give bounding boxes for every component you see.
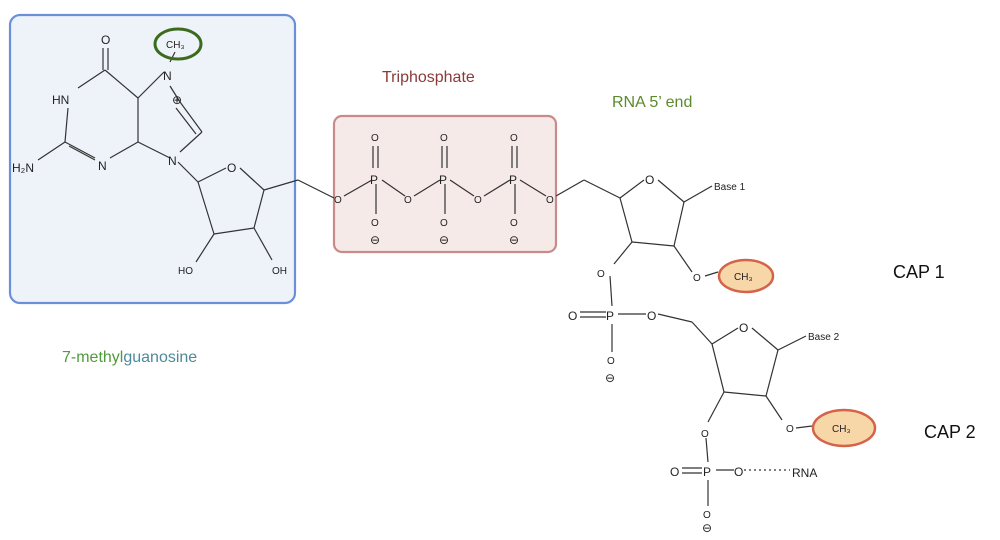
p-beta-double-oxygen: O: [440, 133, 448, 144]
methylguanosine-prefix: 7-methyl: [62, 349, 123, 366]
bridge-oxygen-4: O: [546, 195, 554, 206]
hn-atom: HN: [52, 93, 69, 107]
phosphate-2-bridge-oxygen: O: [734, 465, 743, 479]
p-beta-anion-oxygen: O: [440, 218, 448, 229]
ribose-2-3o-oxygen: O: [701, 429, 709, 440]
ribose-1-oxygen: O: [645, 173, 654, 187]
phosphorus-gamma: P: [509, 173, 517, 187]
phosphate-2-double-oxygen: O: [670, 465, 679, 479]
n9-atom: N: [168, 154, 177, 168]
phosphorus-beta: P: [439, 173, 447, 187]
linking-phosphate-2: [682, 467, 790, 506]
cap2-methyl-ring: [811, 408, 877, 448]
bridge-oxygen-1: O: [334, 195, 342, 206]
cap1-methyl-ring: [717, 258, 775, 294]
base-1-label: Base 1: [714, 182, 746, 193]
phosphate-1-double-oxygen: O: [568, 309, 577, 323]
negative-charge-icon: ⊖: [509, 233, 519, 247]
phosphate-1-anion-oxygen: O: [607, 356, 615, 367]
h2n-atom: H₂N: [12, 161, 34, 175]
phosphate-2-phosphorus: P: [703, 465, 711, 479]
carbonyl-oxygen: O: [101, 33, 110, 47]
n7-methyl: CH₃: [166, 40, 185, 51]
cap2-methyl: CH₃: [832, 424, 851, 435]
phosphate-1-phosphorus: P: [606, 309, 614, 323]
phosphate-2-anion-oxygen: O: [703, 510, 711, 521]
positive-charge-icon: ⊕: [172, 93, 182, 107]
p-alpha-anion-oxygen: O: [371, 218, 379, 229]
negative-charge-icon: ⊖: [702, 521, 712, 535]
linking-phosphate-1: [580, 311, 713, 352]
ribose-2-2o-oxygen: O: [786, 424, 794, 435]
cap1-label: CAP 1: [893, 262, 945, 282]
p-gamma-double-oxygen: O: [510, 133, 518, 144]
guanosine-box: [8, 13, 297, 305]
phosphate-1-bridge-oxygen: O: [647, 309, 656, 323]
rna-ribose-2: [705, 327, 813, 463]
ribose-1-2o-oxygen: O: [693, 273, 701, 284]
guanine-base: [37, 48, 203, 183]
methylguanosine-suffix: guanosine: [123, 349, 197, 366]
bridge-oxygen-3: O: [474, 195, 482, 206]
ho-group: HO: [178, 266, 193, 277]
ribose-2-oxygen: O: [739, 321, 748, 335]
n7-atom: N: [163, 69, 172, 83]
n7-methyl-ring: [153, 27, 203, 61]
base-2-label: Base 2: [808, 332, 840, 343]
triphosphate-bonds: [343, 146, 621, 214]
rna-ribose-1: [609, 179, 719, 307]
negative-charge-icon: ⊖: [439, 233, 449, 247]
ribose-1-3o-oxygen: O: [597, 269, 605, 280]
p-alpha-double-oxygen: O: [371, 133, 379, 144]
ribose-oxygen: O: [227, 161, 236, 175]
cap1-methyl: CH₃: [734, 272, 753, 283]
negative-charge-icon: ⊖: [605, 371, 615, 385]
p-gamma-anion-oxygen: O: [510, 218, 518, 229]
methylguanosine-label: 7-methylguanosine: [62, 349, 197, 366]
triphosphate-label: Triphosphate: [382, 69, 475, 86]
oh-group: OH: [272, 266, 287, 277]
cap2-label: CAP 2: [924, 422, 976, 442]
negative-charge-icon: ⊖: [370, 233, 380, 247]
n3-atom: N: [98, 159, 107, 173]
bridge-oxygen-2: O: [404, 195, 412, 206]
phosphorus-alpha: P: [370, 173, 378, 187]
rna-chain-label: RNA: [792, 466, 817, 480]
guanosine-ribose: [195, 167, 335, 263]
rna-5-end-label: RNA 5’ end: [612, 94, 692, 111]
